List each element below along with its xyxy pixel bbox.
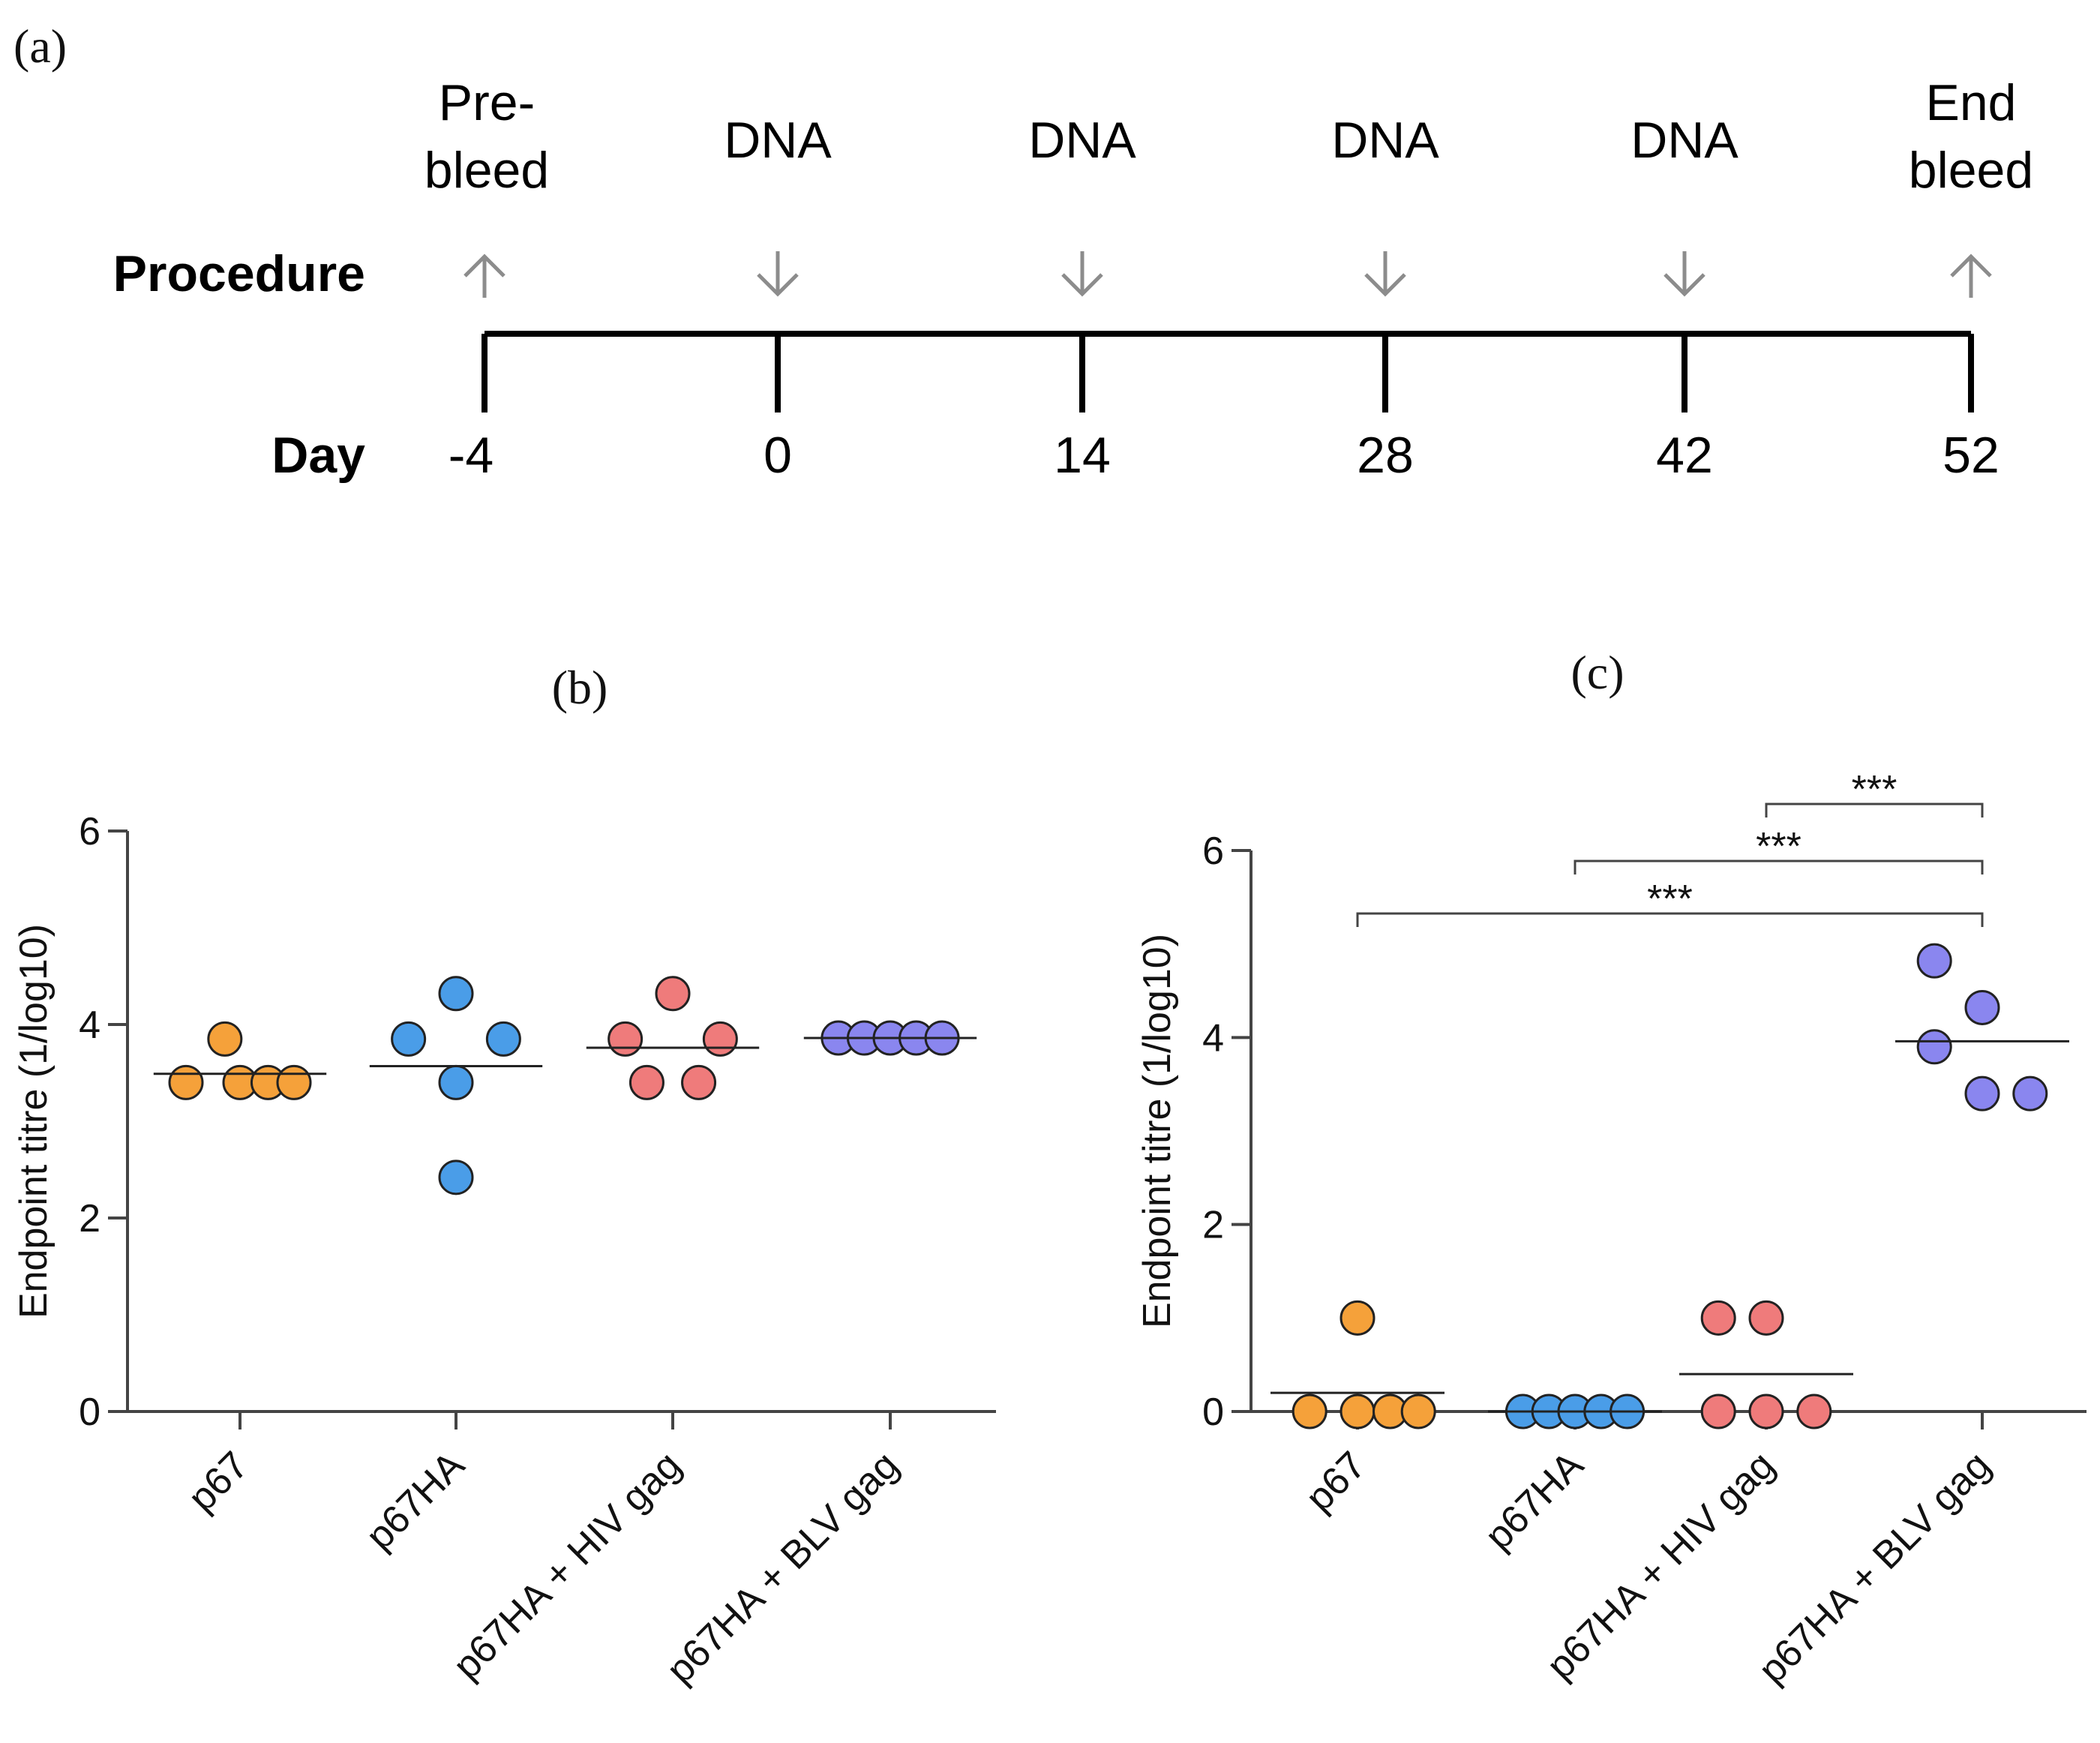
data-point xyxy=(438,1064,474,1100)
day-value: 0 xyxy=(764,427,792,484)
significance-bracket xyxy=(1574,860,1984,874)
panel-a-label: (a) xyxy=(14,20,67,73)
panel-b-label: (b) xyxy=(552,661,608,714)
event-label: End xyxy=(1926,74,2017,131)
y-tick-label: 0 xyxy=(79,1390,100,1434)
data-point xyxy=(1340,1300,1376,1336)
event-label: DNA xyxy=(1331,112,1439,169)
y-tick-label: 4 xyxy=(79,1004,100,1047)
y-tick-label: 6 xyxy=(79,810,100,854)
x-tick-label: p67HA xyxy=(1477,1443,1592,1558)
significance-label: *** xyxy=(1647,878,1693,921)
data-point xyxy=(438,976,474,1012)
data-point xyxy=(168,1064,204,1100)
day-value: 28 xyxy=(1357,427,1414,484)
down-arrow-icon xyxy=(1364,251,1406,297)
data-point xyxy=(1796,1394,1832,1430)
significance-bracket xyxy=(1765,802,1984,818)
event-label: DNA xyxy=(1630,112,1738,169)
day-value: -4 xyxy=(448,427,494,484)
data-point xyxy=(608,1021,644,1057)
event-label: bleed xyxy=(1909,142,2033,199)
down-arrow-icon xyxy=(1664,251,1706,297)
data-point xyxy=(1400,1394,1436,1430)
data-point xyxy=(1292,1394,1328,1430)
y-tick-label: 4 xyxy=(1202,1016,1224,1060)
data-point xyxy=(1964,989,2000,1025)
data-point xyxy=(1916,1029,1952,1065)
data-point xyxy=(276,1064,312,1100)
day-value: 52 xyxy=(1942,427,2000,484)
data-point xyxy=(681,1064,717,1100)
x-tick-label: p67HA + HIV gag xyxy=(445,1443,689,1688)
x-tick-label: p67HA + BLV gag xyxy=(1750,1443,2000,1692)
data-point xyxy=(702,1021,738,1057)
data-point xyxy=(207,1021,243,1057)
up-arrow-icon xyxy=(1950,254,1992,298)
day-value: 14 xyxy=(1054,427,1111,484)
event-label: Pre- xyxy=(439,74,535,131)
y-tick-label: 6 xyxy=(1202,830,1224,873)
data-point xyxy=(628,1064,664,1100)
down-arrow-icon xyxy=(1061,251,1103,297)
data-point xyxy=(1748,1394,1784,1430)
procedure-label: Procedure xyxy=(113,245,365,302)
significance-bracket xyxy=(1356,912,1984,927)
significance-label: *** xyxy=(1756,825,1802,868)
data-point xyxy=(1916,943,1952,979)
x-tick-label: p67HA + BLV gag xyxy=(658,1443,908,1692)
x-tick-label: p67HA xyxy=(358,1443,473,1558)
x-tick-label: p67 xyxy=(180,1443,256,1520)
y-tick-label: 2 xyxy=(1202,1204,1224,1247)
event-label: DNA xyxy=(1028,112,1136,169)
data-point xyxy=(1700,1300,1736,1336)
day-label: Day xyxy=(272,427,365,484)
data-point xyxy=(485,1021,521,1057)
day-value: 42 xyxy=(1656,427,1713,484)
data-point xyxy=(438,1160,474,1196)
event-label: DNA xyxy=(724,112,832,169)
data-point xyxy=(2012,1076,2048,1112)
data-point xyxy=(1700,1394,1736,1430)
data-point xyxy=(655,976,691,1012)
panel-c-label: (c) xyxy=(1570,646,1624,699)
down-arrow-icon xyxy=(757,251,799,297)
y-axis-label: Endpoint titre (1/log10) xyxy=(12,924,56,1318)
y-tick-label: 0 xyxy=(1202,1390,1224,1434)
y-tick-label: 2 xyxy=(79,1197,100,1240)
data-point xyxy=(391,1021,427,1057)
data-point xyxy=(1340,1394,1376,1430)
x-tick-label: p67 xyxy=(1298,1443,1374,1520)
significance-label: *** xyxy=(1852,768,1898,812)
event-label: bleed xyxy=(424,142,549,199)
data-point xyxy=(1964,1076,2000,1112)
up-arrow-icon xyxy=(464,254,506,298)
y-axis-label: Endpoint titre (1/log10) xyxy=(1136,934,1179,1328)
data-point xyxy=(1748,1300,1784,1336)
